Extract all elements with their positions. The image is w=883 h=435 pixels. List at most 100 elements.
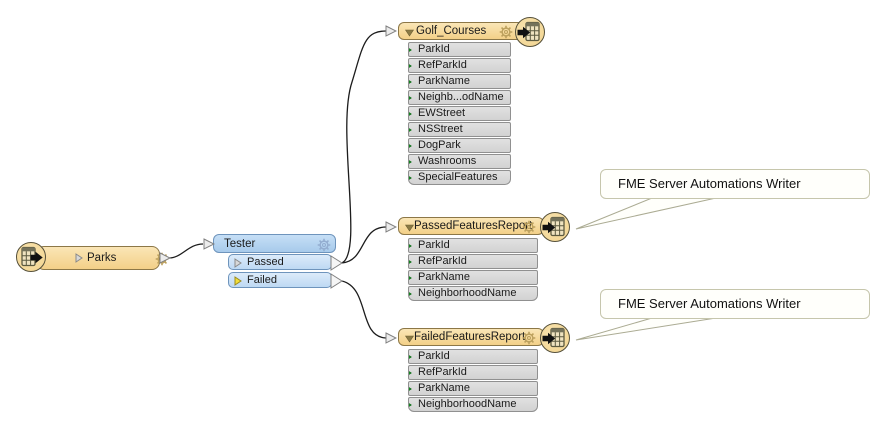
- attribute-port-icon[interactable]: [408, 92, 412, 104]
- attribute-port-icon[interactable]: [408, 44, 412, 56]
- golf-attr-row[interactable]: EWStreet: [408, 106, 511, 121]
- attribute-port-icon[interactable]: [408, 383, 412, 395]
- golf-attr-row[interactable]: ParkId: [408, 42, 511, 57]
- passedreport-attr-row[interactable]: NeighborhoodName: [408, 286, 538, 301]
- attribute-port-icon[interactable]: [408, 240, 412, 252]
- tester-port-passed-label: Passed: [247, 256, 284, 268]
- golf-attr-row[interactable]: NSStreet: [408, 122, 511, 137]
- annotation-text: FME Server Automations Writer: [618, 176, 801, 191]
- attribute-label: Washrooms: [418, 155, 477, 167]
- writer-badge[interactable]: [540, 212, 570, 242]
- passed-output-connector[interactable]: [330, 255, 343, 271]
- golf-attr-row[interactable]: SpecialFeatures: [408, 170, 511, 185]
- connection-passed-golfcourses[interactable]: [341, 30, 387, 264]
- passedreport-attr-row[interactable]: RefParkId: [408, 254, 538, 269]
- golf-attr-row[interactable]: DogPark: [408, 138, 511, 153]
- tester-port-failed-label: Failed: [247, 274, 277, 286]
- attribute-port-icon[interactable]: [408, 156, 412, 168]
- node-failed-features-report-label: FailedFeaturesReport: [414, 331, 526, 343]
- attribute-label: NeighborhoodName: [418, 398, 517, 410]
- tester-input-port[interactable]: [203, 238, 215, 250]
- annotation-tail: [575, 317, 717, 341]
- node-tester[interactable]: Tester: [213, 234, 336, 253]
- gear-icon[interactable]: [522, 220, 536, 234]
- attribute-port-icon[interactable]: [408, 172, 412, 184]
- passed-port-icon: [234, 258, 242, 268]
- node-tester-label: Tester: [224, 237, 256, 250]
- attribute-port-icon[interactable]: [408, 367, 412, 379]
- attribute-label: DogPark: [418, 139, 461, 151]
- failed-output-connector[interactable]: [330, 273, 343, 289]
- reader-badge[interactable]: [16, 242, 46, 272]
- attribute-label: Neighb...odName: [418, 91, 504, 103]
- failed-port-icon: [234, 276, 242, 286]
- writer-badge[interactable]: [515, 17, 545, 47]
- attribute-label: ParkId: [418, 239, 450, 251]
- node-passed-features-report-label: PassedFeaturesReport: [414, 220, 533, 232]
- golf-attr-row[interactable]: Washrooms: [408, 154, 511, 169]
- tester-port-passed[interactable]: Passed: [228, 254, 332, 270]
- attribute-port-icon[interactable]: [408, 288, 412, 300]
- golfcourses-input-port[interactable]: [385, 25, 397, 37]
- attribute-label: ParkName: [418, 75, 470, 87]
- attribute-label: RefParkId: [418, 59, 467, 71]
- attribute-port-icon[interactable]: [408, 272, 412, 284]
- attribute-label: ParkId: [418, 350, 450, 362]
- attribute-label: ParkName: [418, 382, 470, 394]
- writer-table-icon: [542, 327, 565, 348]
- gear-icon[interactable]: [522, 331, 536, 345]
- attribute-label: ParkId: [418, 43, 450, 55]
- passedreport-attr-row[interactable]: ParkId: [408, 238, 538, 253]
- attribute-label: RefParkId: [418, 366, 467, 378]
- attribute-port-icon[interactable]: [408, 108, 412, 120]
- annotation-writer-1[interactable]: FME Server Automations Writer: [600, 169, 870, 199]
- annotation-text: FME Server Automations Writer: [618, 296, 801, 311]
- attribute-label: SpecialFeatures: [418, 171, 498, 183]
- writer-table-icon: [517, 21, 540, 42]
- golf-attr-row[interactable]: RefParkId: [408, 58, 511, 73]
- attribute-label: NeighborhoodName: [418, 287, 517, 299]
- parks-output-port[interactable]: [159, 252, 171, 264]
- attribute-port-icon[interactable]: [408, 399, 412, 411]
- attribute-label: NSStreet: [418, 123, 463, 135]
- attribute-port-icon[interactable]: [408, 60, 412, 72]
- failedreport-attr-row[interactable]: NeighborhoodName: [408, 397, 538, 412]
- connection-passed-passedreport[interactable]: [341, 226, 387, 264]
- attribute-port-icon[interactable]: [408, 76, 412, 88]
- collapse-icon[interactable]: [405, 29, 414, 37]
- failedreport-attr-row[interactable]: ParkId: [408, 349, 538, 364]
- attribute-port-icon[interactable]: [408, 351, 412, 363]
- node-golf-courses-label: Golf_Courses: [416, 25, 487, 37]
- node-parks[interactable]: Parks: [36, 246, 169, 270]
- collapse-icon[interactable]: [405, 224, 414, 232]
- gear-icon[interactable]: [317, 238, 331, 252]
- failedreport-attr-row[interactable]: ParkName: [408, 381, 538, 396]
- passedreport-input-port[interactable]: [385, 221, 397, 233]
- failedreport-input-port[interactable]: [385, 332, 397, 344]
- attribute-port-icon[interactable]: [408, 256, 412, 268]
- connection-failed-failedreport[interactable]: [341, 280, 387, 339]
- golf-attr-row[interactable]: Neighb...odName: [408, 90, 511, 105]
- writer-table-icon: [542, 216, 565, 237]
- attribute-port-icon[interactable]: [408, 140, 412, 152]
- collapse-icon[interactable]: [405, 335, 414, 343]
- feature-type-marker-icon: [75, 253, 83, 263]
- node-passed-features-report[interactable]: PassedFeaturesReport: [398, 217, 544, 235]
- node-failed-features-report[interactable]: FailedFeaturesReport: [398, 328, 544, 346]
- attribute-label: EWStreet: [418, 107, 466, 119]
- tester-port-failed[interactable]: Failed: [228, 272, 332, 288]
- annotation-tail: [575, 197, 717, 230]
- passedreport-attr-row[interactable]: ParkName: [408, 270, 538, 285]
- golf-attr-row[interactable]: ParkName: [408, 74, 511, 89]
- attribute-port-icon[interactable]: [408, 124, 412, 136]
- connection-parks-tester[interactable]: [168, 243, 204, 259]
- writer-badge[interactable]: [540, 323, 570, 353]
- node-golf-courses[interactable]: Golf_Courses: [398, 22, 524, 40]
- attribute-label: ParkName: [418, 271, 470, 283]
- annotation-writer-2[interactable]: FME Server Automations Writer: [600, 289, 870, 319]
- failedreport-attr-row[interactable]: RefParkId: [408, 365, 538, 380]
- node-parks-label: Parks: [87, 252, 117, 264]
- gear-icon[interactable]: [499, 25, 513, 39]
- reader-table-icon: [21, 246, 43, 267]
